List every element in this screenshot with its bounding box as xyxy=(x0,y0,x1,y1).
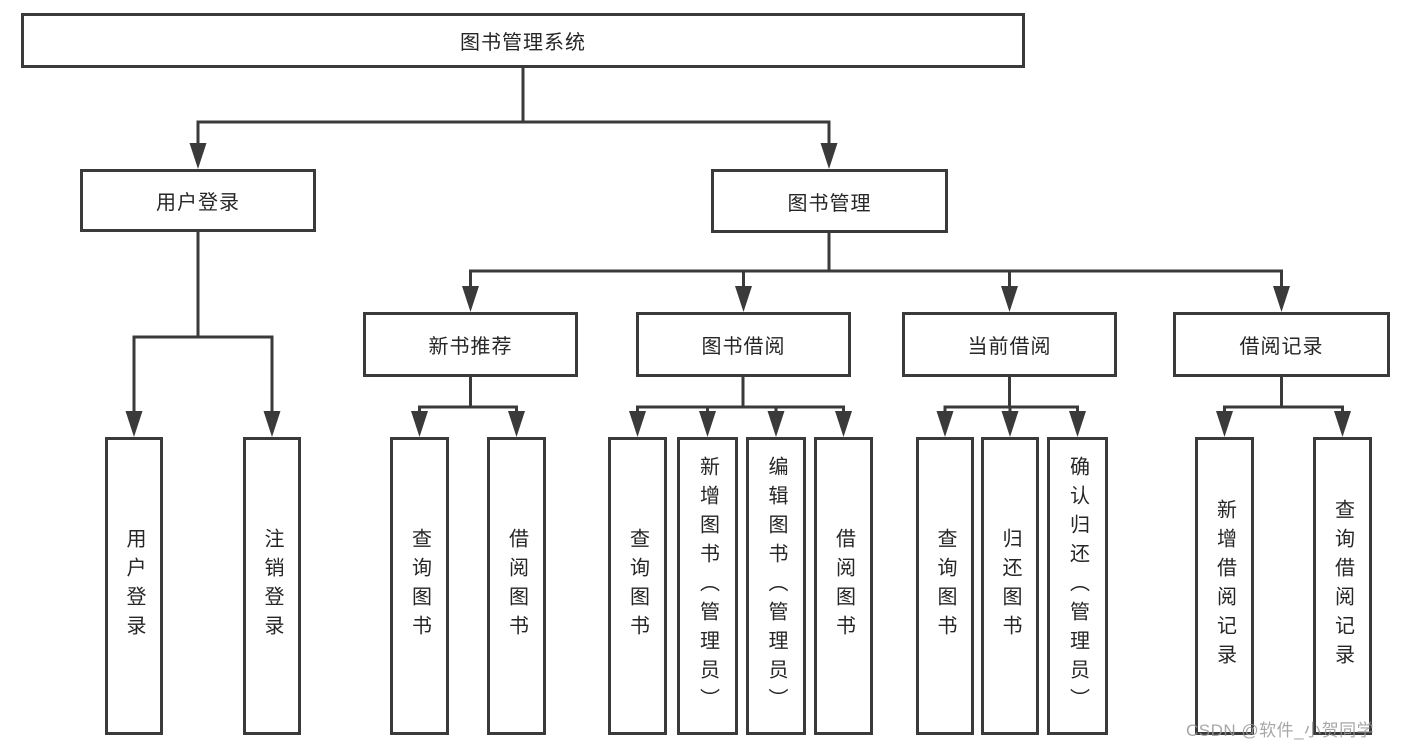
leaf-return-books: 归还图书 xyxy=(981,437,1039,735)
node-label: 借阅图书 xyxy=(832,528,855,644)
leaf-query-books-borrow: 查询图书 xyxy=(608,437,667,735)
leaf-user-login: 用户登录 xyxy=(105,437,163,735)
node-label: 新增图书（管理员） xyxy=(696,455,719,717)
node-label: 新书推荐 xyxy=(428,336,513,358)
node-label: 查询图书 xyxy=(408,528,431,644)
node-library-management-system: 图书管理系统 xyxy=(21,13,1025,68)
node-label: 查询图书 xyxy=(626,528,649,644)
watermark-csdn: CSDN @软件_小贺同学 xyxy=(1186,721,1375,740)
node-borrowing-records: 借阅记录 xyxy=(1173,312,1390,377)
node-label: 借阅记录 xyxy=(1239,336,1324,358)
leaf-edit-book-admin: 编辑图书（管理员） xyxy=(746,437,806,735)
node-label: 确认归还（管理员） xyxy=(1066,455,1089,717)
leaf-borrow-books-recommend: 借阅图书 xyxy=(487,437,546,735)
node-label: 图书管理 xyxy=(787,192,872,215)
node-label: 编辑图书（管理员） xyxy=(765,455,787,717)
leaf-add-borrow-record: 新增借阅记录 xyxy=(1195,437,1254,735)
leaf-query-books-recommend: 查询图书 xyxy=(390,437,449,735)
arrowhead-icons xyxy=(125,143,1351,437)
leaf-add-book-admin: 新增图书（管理员） xyxy=(677,437,738,735)
node-label: 借阅图书 xyxy=(505,528,528,644)
leaf-query-borrow-record: 查询借阅记录 xyxy=(1313,437,1372,735)
node-user-login: 用户登录 xyxy=(80,169,316,232)
node-label: 用户登录 xyxy=(156,192,240,214)
node-label: 归还图书 xyxy=(999,528,1021,644)
node-label: 查询借阅记录 xyxy=(1331,499,1354,673)
node-book-borrowing: 图书借阅 xyxy=(636,312,851,377)
node-current-borrowing: 当前借阅 xyxy=(902,312,1117,377)
leaf-confirm-return-admin: 确认归还（管理员） xyxy=(1047,437,1108,735)
node-label: 新增借阅记录 xyxy=(1213,499,1236,673)
node-label: 图书借阅 xyxy=(701,336,786,358)
node-label: 注销登录 xyxy=(261,528,283,644)
node-book-management: 图书管理 xyxy=(711,169,948,233)
node-label: 当前借阅 xyxy=(967,336,1052,358)
leaf-logout: 注销登录 xyxy=(243,437,301,735)
leaf-query-books-current: 查询图书 xyxy=(916,437,974,735)
node-new-book-recommendation: 新书推荐 xyxy=(363,312,578,377)
node-label: 图书管理系统 xyxy=(460,32,586,54)
node-label: 查询图书 xyxy=(934,528,956,644)
node-label: 用户登录 xyxy=(123,528,145,644)
leaf-borrow-books: 借阅图书 xyxy=(814,437,873,735)
